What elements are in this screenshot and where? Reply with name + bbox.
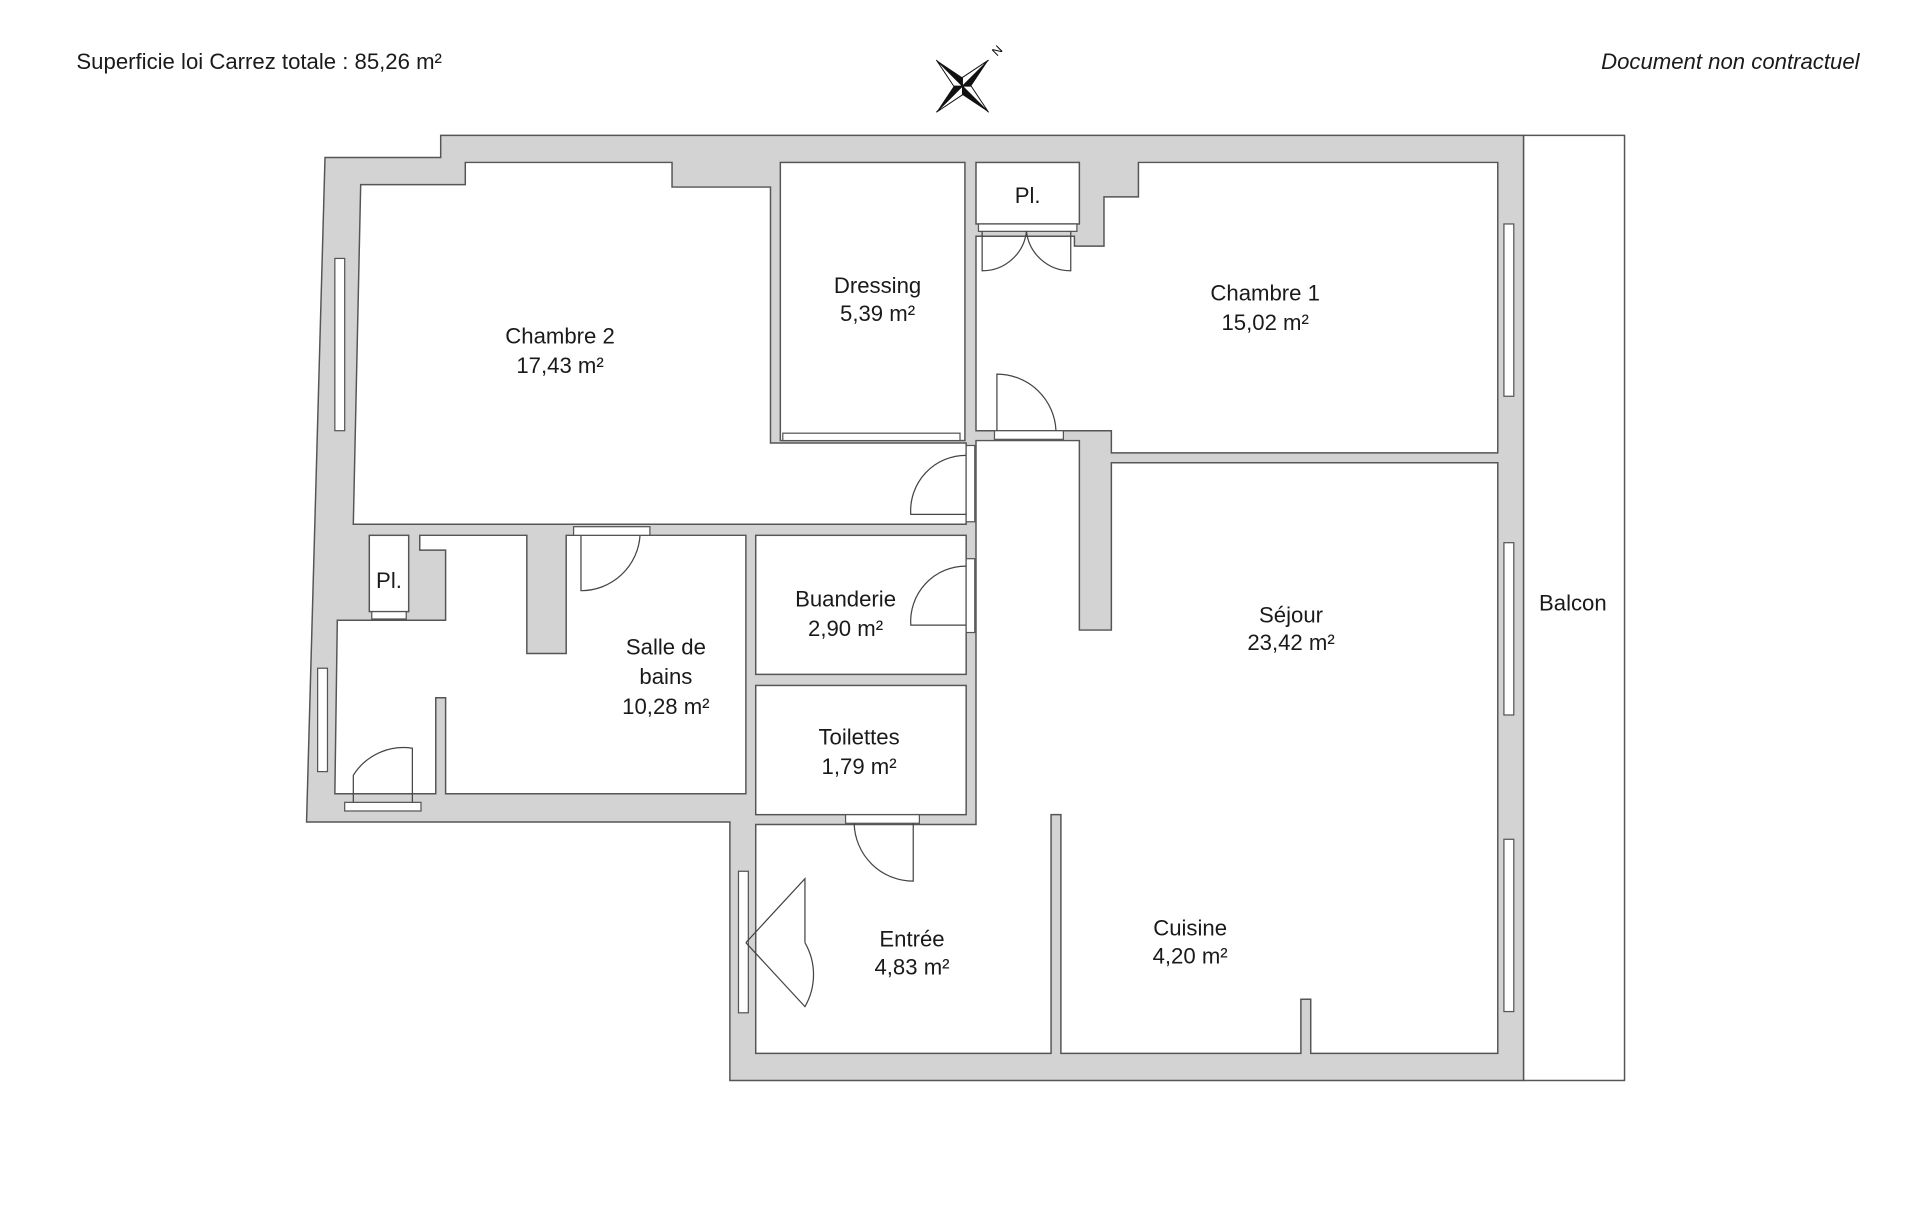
dressing-name: Dressing [834,273,921,298]
salle-de-bains-area: 10,28 m² [622,694,709,719]
dressing-area: 5,39 m² [840,301,915,326]
chambre-2-name: Chambre 2 [505,323,615,348]
sejour-name: Séjour [1259,603,1323,628]
room-placard-left [368,534,410,613]
sejour-area: 23,42 m² [1247,630,1334,655]
toilettes-name: Toilettes [818,725,899,750]
disclaimer-label: Document non contractuel [1601,49,1861,74]
total-area-label: Superficie loi Carrez totale : 85,26 m² [76,49,441,74]
room-chambre-1 [975,161,1499,454]
salle-de-bains-name-1: Salle de [626,635,706,660]
placard-top-name: Pl. [1015,183,1041,208]
chambre-1-name: Chambre 1 [1210,280,1320,305]
buanderie-name: Buanderie [795,587,896,612]
windows [317,223,1515,1014]
doors [352,231,1072,1008]
entree-name: Entrée [879,926,944,951]
compass-north-label: N [989,43,1005,59]
salle-de-bains-name-2: bains [639,664,692,689]
balcony [1522,134,1626,1082]
cuisine-area: 4,20 m² [1153,944,1228,969]
chambre-1-area: 15,02 m² [1222,310,1309,335]
room-toilettes [754,684,967,816]
room-salle-de-bains [334,534,747,795]
chambre-2-area: 17,43 m² [516,353,603,378]
room-buanderie [754,534,967,676]
room-placard-top [975,161,1081,225]
compass-icon [935,59,989,113]
balcon-name: Balcon [1539,590,1607,615]
cuisine-name: Cuisine [1153,915,1227,940]
entree-area: 4,83 m² [874,955,949,980]
room-sejour-cuisine-entree [754,439,1499,1055]
buanderie-area: 2,90 m² [808,616,883,641]
room-chambre-2 [352,161,967,525]
toilettes-area: 1,79 m² [822,754,897,779]
placard-left-name: Pl. [376,568,402,593]
